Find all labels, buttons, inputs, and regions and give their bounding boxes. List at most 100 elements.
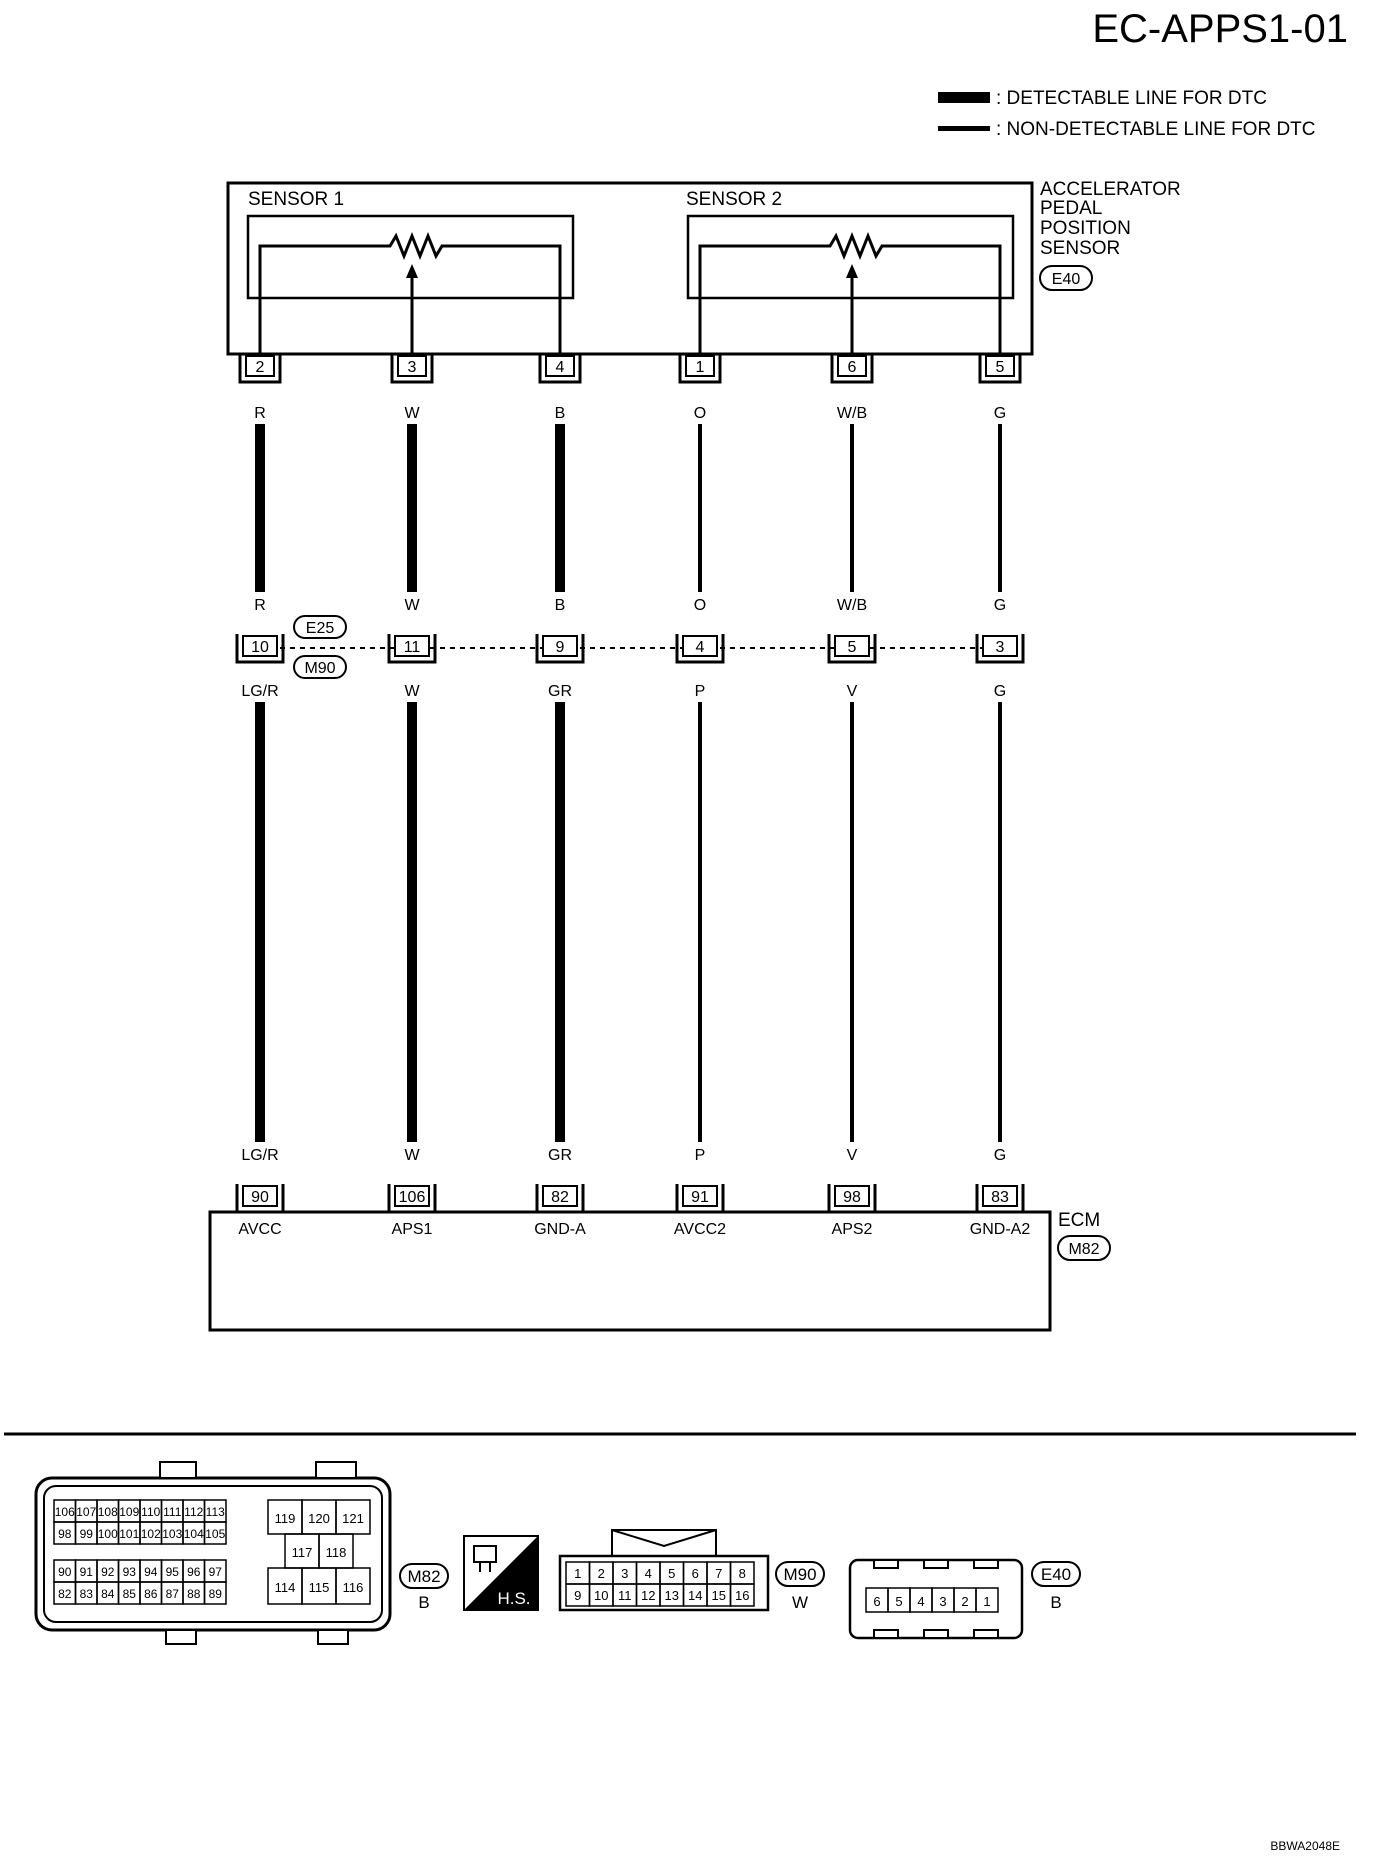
ecm-label: ECM — [1058, 1210, 1100, 1231]
hs-label: H.S. — [497, 1589, 530, 1608]
m82-cavity-label-115: 115 — [309, 1580, 330, 1595]
m90-cavity-label-12: 12 — [641, 1588, 655, 1603]
joint-pin-10-bracket — [235, 634, 285, 664]
m90-cavity-label-3: 3 — [621, 1566, 628, 1581]
m82-cavity-label-118: 118 — [326, 1545, 347, 1560]
e40-notch-bottom-1 — [873, 1629, 899, 1639]
ecm-pin-106-box — [394, 1185, 430, 1207]
sensor-pin-5-box — [985, 355, 1015, 377]
ecm-signal-avcc: AVCC — [238, 1221, 281, 1238]
sensor-pin-6-label: 6 — [848, 359, 857, 376]
sensor-pin-2-label: 2 — [256, 359, 265, 376]
m90-cavity-label-10: 10 — [594, 1588, 608, 1603]
m90-cavity-label-6: 6 — [692, 1566, 699, 1581]
m82-cavity-label-114: 114 — [275, 1580, 296, 1595]
m82-connector-label: M82 — [407, 1567, 440, 1586]
joint-color-bottom-3: G — [994, 683, 1006, 700]
e40-cavity-label-2: 2 — [961, 1594, 968, 1609]
joint-pin-4-box — [682, 635, 718, 657]
e40-badge — [1031, 1561, 1081, 1587]
ecm-signal-aps2: APS2 — [832, 1221, 873, 1238]
ecm-pin-91: 91 — [675, 1184, 725, 1214]
e40-cavity-label-3: 3 — [939, 1594, 946, 1609]
joint-pin-4: 4 — [675, 634, 725, 664]
wire-color-top-5: G — [994, 405, 1006, 422]
m82-badge — [399, 1563, 449, 1589]
m82-cavity-label-88: 88 — [187, 1587, 201, 1601]
ecm-box — [208, 1210, 1052, 1332]
e40-cavity-label-4: 4 — [917, 1594, 924, 1609]
m82-cavity-label-84: 84 — [101, 1587, 115, 1601]
ecm-wire-color-98: V — [847, 1147, 858, 1164]
ecm-pin-83: 83 — [975, 1184, 1025, 1214]
m82-outer-shell — [34, 1476, 392, 1632]
m82-color-label: B — [418, 1593, 429, 1612]
ecm-wire-color-90: LG/R — [241, 1147, 278, 1164]
joint-pin-5-bracket — [827, 634, 877, 664]
ecm-pin-90: 90 — [235, 1184, 285, 1214]
m90-cavity-label-5: 5 — [668, 1566, 675, 1581]
hs-icon-connector-glyph — [473, 1545, 497, 1563]
m90-cavity-label-16: 16 — [735, 1588, 749, 1603]
m82-cavity-label-83: 83 — [80, 1587, 94, 1601]
sensor2-label: SENSOR 2 — [686, 189, 782, 210]
m82-cavity-label-87: 87 — [166, 1587, 180, 1601]
m90-cavity-16 — [729, 1583, 755, 1607]
legend-non-detectable-text: : NON-DETECTABLE LINE FOR DTC — [996, 119, 1316, 140]
m90-key — [611, 1529, 717, 1556]
ecm-wire-color-83: G — [994, 1147, 1006, 1164]
m90-outer — [558, 1554, 770, 1612]
joint-color-top-10: R — [254, 597, 266, 614]
joint-pin-4-label: 4 — [696, 639, 705, 656]
m82-cavity-label-105: 105 — [205, 1527, 225, 1541]
ecm-connector-badge — [1057, 1235, 1111, 1261]
joint-pin-5: 5 — [827, 634, 877, 664]
sensor-pin-4-label: 4 — [556, 359, 565, 376]
wire-color-top-6: W/B — [837, 405, 867, 422]
ecm-pin-91-label: 91 — [691, 1189, 709, 1206]
joint-pin-11-bracket — [387, 634, 437, 664]
sensor-pin-5-bracket — [978, 354, 1022, 384]
m82-cavity-label-111: 111 — [163, 1505, 182, 1519]
m82-cavity-label-89: 89 — [209, 1587, 223, 1601]
m90-connector-label: M90 — [783, 1565, 816, 1584]
m90-badge — [775, 1561, 825, 1587]
sensor-housing — [226, 181, 1034, 356]
m82-bottom-tab-right — [317, 1629, 349, 1645]
joint-bottom-label: M90 — [304, 660, 335, 677]
e40-notch-top-1 — [873, 1559, 899, 1569]
m82-cavity-label-106: 106 — [55, 1505, 75, 1519]
e40-notch-top-2 — [923, 1559, 949, 1569]
sensor-pin-1-bracket — [678, 354, 722, 384]
joint-pin-9-bracket — [535, 634, 585, 664]
m82-cavity-label-98: 98 — [58, 1527, 72, 1541]
joint-pin-11-box — [394, 635, 430, 657]
joint-color-top-3: G — [994, 597, 1006, 614]
m90-cavity-label-1: 1 — [574, 1566, 581, 1581]
sensor-pin-1-label: 1 — [696, 359, 705, 376]
joint-pin-9-box — [542, 635, 578, 657]
e40-cavity-label-1: 1 — [983, 1594, 990, 1609]
m82-cavity-label-99: 99 — [80, 1527, 94, 1541]
sensor-pin-3-bracket — [390, 354, 434, 384]
m90-cavity-label-9: 9 — [574, 1588, 581, 1603]
joint-bottom-badge — [293, 655, 347, 679]
sensor-pin-6-bracket — [830, 354, 874, 384]
sensor1-wiper-arrow — [406, 264, 418, 278]
sensor-pin-5-label: 5 — [996, 359, 1005, 376]
ecm-pin-82-label: 82 — [551, 1189, 569, 1206]
sensor2-potentiometer — [698, 231, 1002, 354]
m82-cavity-label-86: 86 — [144, 1587, 158, 1601]
ecm-pin-106-label: 106 — [399, 1189, 426, 1206]
joint-pin-10: 10 — [235, 634, 285, 664]
e40-cavity-label-6: 6 — [873, 1594, 880, 1609]
sensor-pin-4-bracket — [538, 354, 582, 384]
sensor-connector-label: E40 — [1052, 271, 1081, 288]
m82-inner-shell — [43, 1485, 383, 1623]
m90-cavity-label-15: 15 — [712, 1588, 726, 1603]
legend-detectable-text: : DETECTABLE LINE FOR DTC — [996, 88, 1267, 109]
joint-pin-5-label: 5 — [848, 639, 857, 656]
m82-bottom-tab-left — [165, 1629, 197, 1645]
